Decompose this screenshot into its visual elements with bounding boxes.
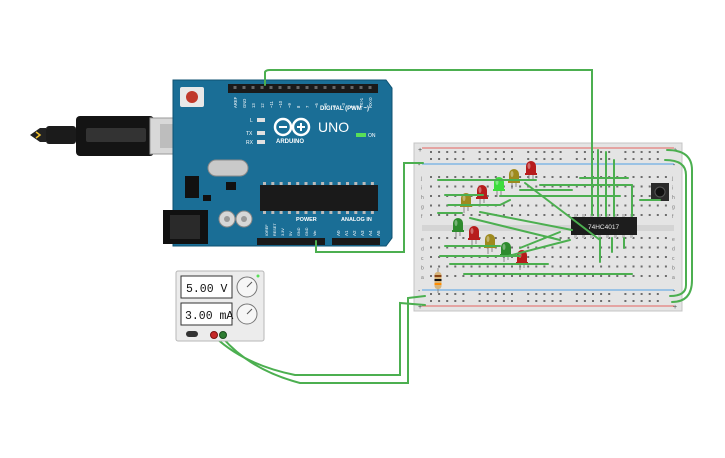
row-letter: j (420, 176, 422, 182)
atmega-chip (260, 185, 378, 211)
power-pin-label: GND (305, 227, 309, 236)
wire-gnd-to-breadboard (315, 162, 424, 253)
arduino-uno[interactable]: AREF GND 13 12 ~11 ~10 ~9 8 7 ~6 ~5 4 ~3 2 TX>1 RX<0 DI… (163, 79, 393, 247)
on-led (356, 133, 366, 137)
row-letter: d (672, 247, 675, 253)
power-pin-label: 3.3V (281, 228, 285, 236)
digital-pin-label: ~6 (314, 103, 319, 108)
digital-pin-label: GND (242, 99, 247, 108)
analog-pin-label: A4 (368, 230, 373, 236)
digital-pin-label: ~3 (341, 103, 346, 108)
row-letter: b (421, 266, 424, 272)
digital-pin-label: 12 (260, 103, 265, 108)
analog-pin-label: A5 (376, 230, 381, 236)
voltage-value: 5.00 V (186, 283, 228, 296)
power-pin-label: Vin (313, 231, 317, 236)
led[interactable] (508, 169, 520, 189)
digital-pin-label: ~9 (287, 103, 292, 108)
rail-minus-br: - (673, 288, 676, 295)
row-letter: j (671, 176, 673, 182)
wire-pin2-to-breadboard (264, 69, 593, 216)
led-l-label: L (250, 118, 253, 124)
power-pin-label: 5V (289, 231, 293, 236)
row-letter: g (421, 205, 424, 211)
digital-pin-label: ~11 (269, 101, 274, 108)
power-pin-label: RESET (273, 223, 277, 236)
analog-header (332, 238, 380, 245)
row-letter: g (672, 205, 675, 211)
power-supply[interactable]: 5.00 V 3.00 mA (175, 270, 265, 342)
analog-pin-label: A3 (360, 230, 365, 236)
resistor[interactable] (434, 268, 442, 293)
analog-pin-label: A0 (336, 230, 341, 236)
arduino-logo (273, 117, 311, 137)
wires[interactable] (214, 69, 693, 384)
on-label: ON (368, 133, 376, 139)
led-tx-label: TX (246, 131, 253, 137)
brand-label: ARDUINO (276, 139, 304, 145)
digital-pin-label: 4 (332, 105, 337, 108)
rail-plus-bl: + (418, 304, 422, 311)
row-letter: a (421, 275, 424, 281)
digital-pin-labels: AREF GND 13 12 ~11 ~10 ~9 8 7 ~6 ~5 4 ~3 2 TX>1 RX<0 (233, 86, 373, 108)
power-pin-label: GND (297, 227, 301, 236)
row-letter: b (672, 266, 675, 272)
rail-minus-tr: - (673, 162, 676, 169)
row-letter: f (421, 214, 423, 220)
digital-pin-label: RX<0 (368, 97, 373, 108)
row-letter: e (672, 237, 675, 243)
digital-pin-label: TX>1 (359, 97, 364, 108)
digital-pin-label: 2 (350, 105, 355, 108)
ic-label: 74HC4017 (588, 224, 619, 231)
digital-header (228, 84, 378, 93)
power-header (257, 238, 325, 245)
analog-label: ANALOG IN (341, 217, 372, 223)
digital-pin-label: AREF (233, 96, 238, 108)
digital-pin-label: 8 (296, 105, 301, 108)
wire-top-rail-right (666, 149, 693, 303)
voltage-display (180, 275, 233, 299)
power-pin-label: IOREF (265, 224, 269, 236)
positive-terminal[interactable] (210, 331, 218, 339)
voltage-knob[interactable] (236, 276, 258, 298)
row-letter: a (672, 275, 675, 281)
rail-plus-tl: + (418, 147, 422, 154)
row-letter: c (421, 256, 424, 262)
rail-minus-tl: - (418, 162, 421, 169)
current-display (180, 302, 233, 326)
row-letter: e (421, 237, 424, 243)
crystal (207, 159, 249, 177)
digital-pin-label: ~10 (278, 100, 283, 108)
row-letter: h (421, 195, 424, 201)
rail-minus-bl: - (418, 288, 421, 295)
digital-pin-label: 7 (305, 105, 310, 108)
wire-psu-negative (221, 295, 426, 384)
led-rx-label: RX (246, 140, 254, 146)
row-letter: f (672, 214, 674, 220)
row-letter: c (672, 256, 675, 262)
digital-pin-label: 13 (251, 103, 256, 108)
negative-terminal[interactable] (219, 331, 227, 339)
digital-pin-label: ~5 (323, 103, 328, 108)
current-knob[interactable] (236, 303, 258, 325)
row-letter: d (421, 247, 424, 253)
analog-pin-label: A1 (344, 230, 349, 236)
led[interactable] (452, 218, 464, 238)
power-switch[interactable] (186, 331, 198, 337)
current-value: 3.00 mA (185, 310, 233, 323)
led[interactable] (468, 226, 480, 246)
digital-label: DIGITAL (PWM ~) (320, 106, 369, 112)
rail-plus-br: + (673, 304, 677, 311)
wire-top-rail-right-2 (664, 159, 687, 297)
power-label: POWER (296, 217, 317, 223)
row-letter: i (672, 186, 673, 192)
model-label: UNO (318, 119, 349, 135)
wire-psu-positive (214, 301, 426, 376)
analog-pin-label: A2 (352, 230, 357, 236)
row-letter: i (421, 186, 422, 192)
row-letter: h (672, 195, 675, 201)
push-button[interactable] (651, 183, 669, 201)
